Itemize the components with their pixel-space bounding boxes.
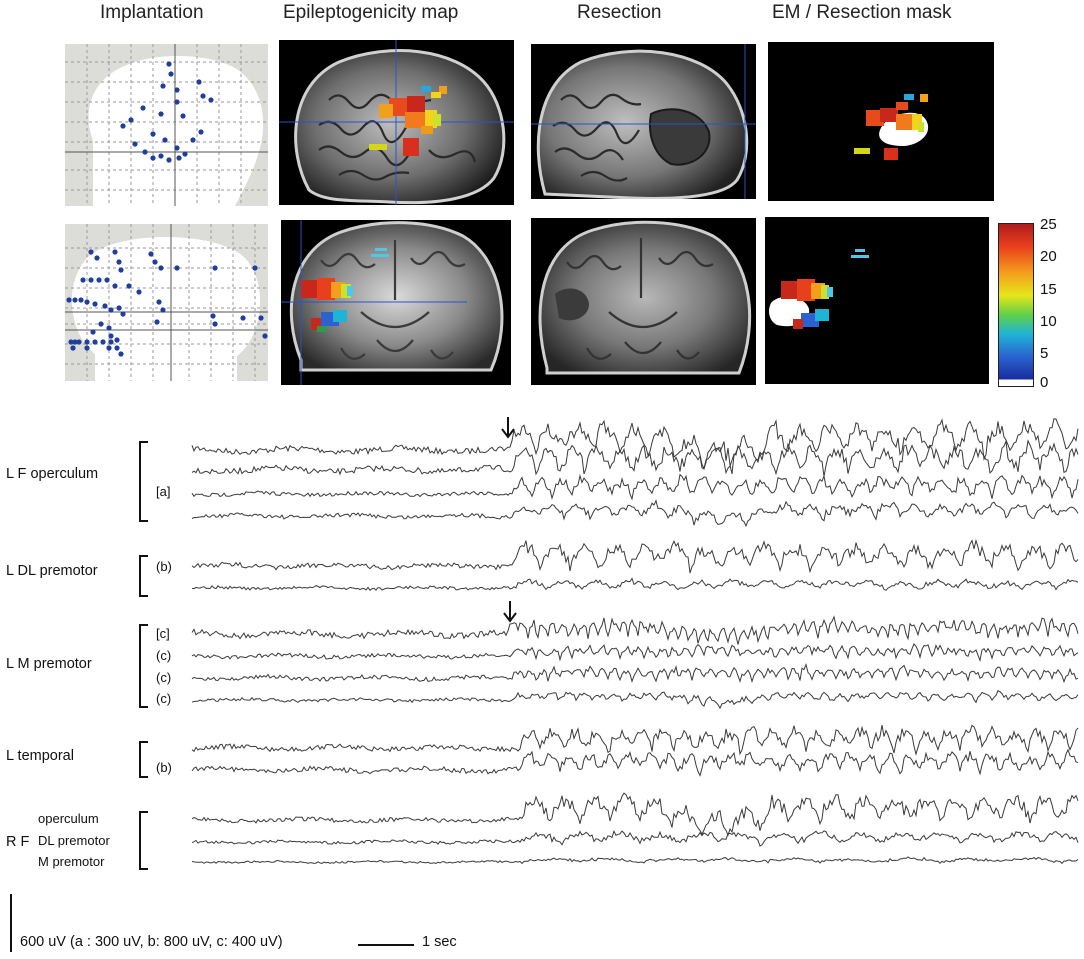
- resection-sagittal-mri: [531, 44, 756, 199]
- seeg-trace: [191, 473, 1079, 501]
- amplitude-scale-bar: [10, 894, 12, 952]
- resection-coronal-mri: [531, 218, 756, 385]
- colorbar-tick: 15: [1040, 281, 1057, 298]
- seeg-trace: [191, 577, 1079, 592]
- seeg-trace: [191, 642, 1079, 663]
- epileptogenicity-coronal-mri: [281, 220, 511, 385]
- seeg-trace: [191, 662, 1079, 684]
- seeg-trace: [191, 792, 1079, 837]
- channel-bracket: [139, 441, 148, 522]
- seeg-trace: [191, 748, 1079, 777]
- electrode-tag: [c]: [156, 626, 170, 641]
- down-arrow-icon: [500, 600, 520, 624]
- colorbar-tick: 5: [1040, 345, 1049, 362]
- seeg-trace: [191, 724, 1079, 756]
- epileptogenicity-sagittal-mri: [279, 40, 514, 205]
- column-title-resection: Resection: [577, 2, 662, 23]
- channel-sublabel: DL premotor: [38, 833, 110, 848]
- colorbar-tick: 10: [1040, 313, 1057, 330]
- channel-bracket: [139, 741, 148, 778]
- channel-sublabel: operculum: [38, 811, 99, 826]
- channel-bracket: [139, 555, 148, 597]
- electrode-tag: [a]: [156, 484, 171, 499]
- implantation-coronal-panel: [65, 224, 268, 381]
- column-title-implantation: Implantation: [100, 2, 204, 23]
- colorbar: [998, 223, 1034, 387]
- electrode-tag: (c): [156, 691, 172, 706]
- seeg-trace: [191, 615, 1079, 645]
- amplitude-scale-label: 600 uV (a : 300 uV, b: 800 uV, c: 400 uV…: [20, 934, 283, 950]
- implantation-sagittal-panel: [65, 44, 268, 206]
- channel-bracket: [139, 624, 148, 708]
- channel-label-l-m-premotor: L M premotor: [6, 656, 92, 672]
- down-arrow-icon: [498, 416, 518, 440]
- seeg-trace: [191, 439, 1079, 477]
- channel-label-l-f-operculum: L F operculum: [6, 466, 99, 482]
- seeg-trace: [191, 856, 1079, 865]
- colorbar-tick: 25: [1040, 216, 1057, 233]
- seeg-trace: [191, 538, 1079, 574]
- colorbar-tick: 20: [1040, 248, 1057, 265]
- column-title-epileptogenicity-map: Epileptogenicity map: [283, 2, 459, 23]
- electrode-tag: (b): [156, 559, 172, 574]
- channel-label-l-temporal: L temporal: [6, 748, 74, 764]
- electrode-tag: (c): [156, 648, 172, 663]
- channel-label-l-dl-premotor: L DL premotor: [6, 563, 98, 579]
- column-title-em-resection-mask: EM / Resection mask: [772, 2, 952, 23]
- electrode-tag: (c): [156, 670, 172, 685]
- seeg-trace: [191, 499, 1079, 528]
- channel-sublabel: M premotor: [38, 854, 105, 869]
- em-resection-mask-coronal: [765, 217, 989, 384]
- channel-label-r-f: R F: [6, 834, 30, 850]
- seeg-trace: [191, 690, 1079, 710]
- electrode-tag: (b): [156, 760, 172, 775]
- time-scale-label: 1 sec: [422, 934, 457, 950]
- em-resection-mask-sagittal: [768, 42, 994, 201]
- colorbar-tick: 0: [1040, 374, 1049, 391]
- channel-bracket: [139, 811, 148, 870]
- seeg-trace: [191, 829, 1079, 847]
- time-scale-bar: [358, 944, 414, 946]
